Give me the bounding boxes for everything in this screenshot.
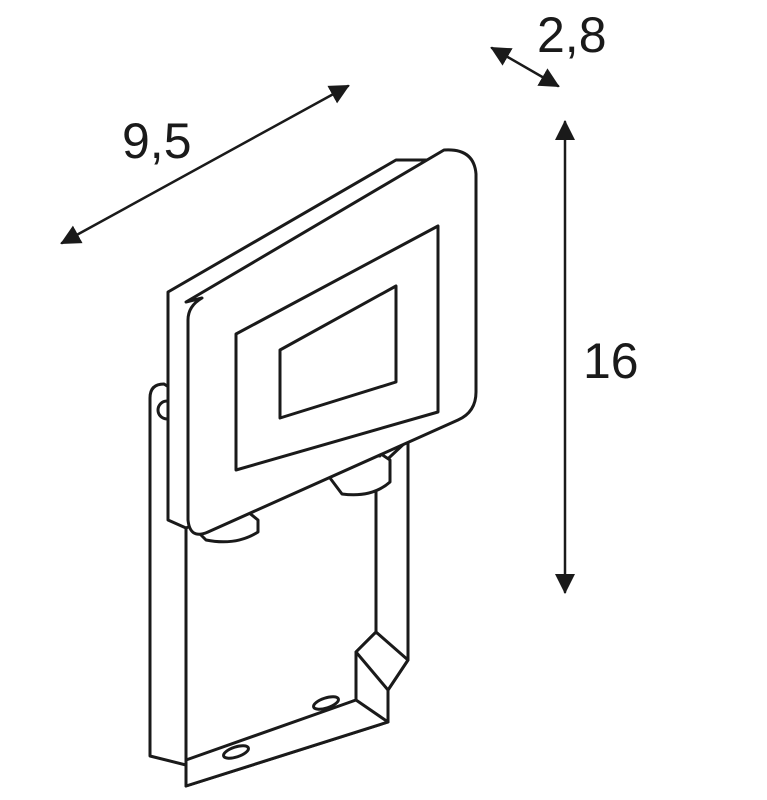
floodlight-housing (166, 148, 478, 536)
mounting-slot (312, 695, 340, 711)
depth-dimension-line (490, 46, 560, 88)
width-label: 9,5 (122, 113, 192, 169)
width-dimension-line (60, 84, 350, 245)
mounting-slot (222, 744, 250, 760)
height-label: 16 (583, 333, 639, 389)
depth-label: 2,8 (537, 7, 607, 63)
